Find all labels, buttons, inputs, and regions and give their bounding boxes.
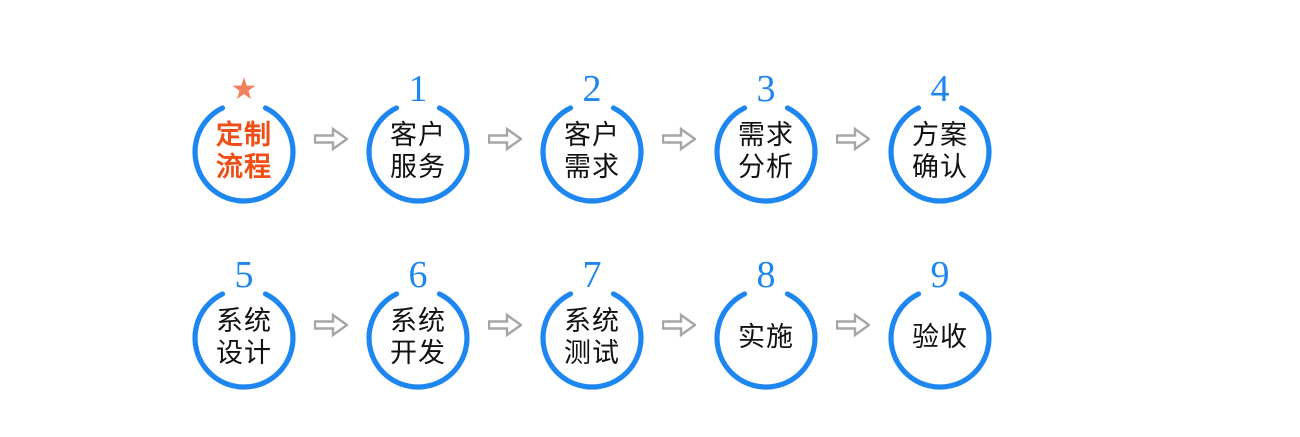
flow-arrow-icon [825,249,881,401]
flow-arrow-icon [303,63,359,215]
node-step-number: 6 [359,249,477,296]
node-label: 客户需求 [539,99,645,205]
node-label-line: 系统 [564,306,620,337]
node-ring-circle [365,99,471,205]
node-ring-circle [191,99,297,205]
node-label: 需求分析 [713,99,819,205]
node-label: 实施 [713,285,819,391]
node-label-line: 测试 [564,338,620,368]
node-step-number: 1 [359,63,477,110]
process-node-9[interactable]: 9 验收 [881,249,999,401]
node-step-number-text: 6 [408,253,428,296]
node-ring-circle [713,285,819,391]
node-step-number-text: 5 [234,253,254,296]
node-label-line: 服务 [390,152,446,182]
node-label-line: 系统 [216,306,272,337]
node-step-number-text: 4 [930,67,950,110]
flow-arrow-icon [651,249,707,401]
node-step-number-text: 8 [756,253,776,296]
node-label-line: 开发 [390,338,446,368]
flow-arrow-icon [477,63,533,215]
node-step-number-text: 9 [930,253,950,296]
node-step-number: 5 [185,249,303,296]
node-ring-circle [539,99,645,205]
star-icon-glyph: ★ [230,73,258,106]
node-step-number-text: 1 [408,67,428,110]
node-label-line: 需求 [738,120,794,151]
node-label: 方案确认 [887,99,993,205]
node-label: 系统测试 [539,285,645,391]
node-label-line: 分析 [738,152,794,182]
node-label-line: 系统 [390,306,446,337]
node-step-number-text: 3 [756,67,776,110]
flow-arrow-icon [477,249,533,401]
node-label: 验收 [887,285,993,391]
node-step-number: 9 [881,249,999,296]
node-step-number: 4 [881,63,999,110]
node-label-line: 定制 [216,120,272,151]
node-step-number-text: 7 [582,253,602,296]
process-node-8[interactable]: 8 实施 [707,249,825,401]
node-ring-circle [191,285,297,391]
process-node-start[interactable]: ★定制流程 [185,63,303,215]
node-step-number: 7 [533,249,651,296]
flow-arrow-icon [825,63,881,215]
node-label: 客户服务 [365,99,471,205]
node-label: 系统开发 [365,285,471,391]
node-ring-circle [365,285,471,391]
node-ring-circle [887,285,993,391]
node-label-line: 实施 [738,322,794,353]
flow-arrow-icon [303,249,359,401]
node-step-number-text: 2 [582,67,602,110]
node-label-line: 流程 [216,152,272,182]
node-label-line: 客户 [564,120,620,151]
node-step-number: 2 [533,63,651,110]
star-icon: ★ [185,63,303,107]
node-ring-circle [539,285,645,391]
node-label-line: 需求 [564,152,620,182]
flow-arrow-icon [651,63,707,215]
node-step-number: 8 [707,249,825,296]
node-label-line: 确认 [912,152,968,182]
node-label: 系统设计 [191,285,297,391]
node-label-line: 设计 [216,338,272,368]
node-ring-circle [713,99,819,205]
node-ring-circle [887,99,993,205]
node-label-line: 验收 [912,322,968,353]
node-label: 定制流程 [191,99,297,205]
node-step-number: 3 [707,63,825,110]
node-label-line: 方案 [912,120,968,151]
node-label-line: 客户 [390,120,446,151]
